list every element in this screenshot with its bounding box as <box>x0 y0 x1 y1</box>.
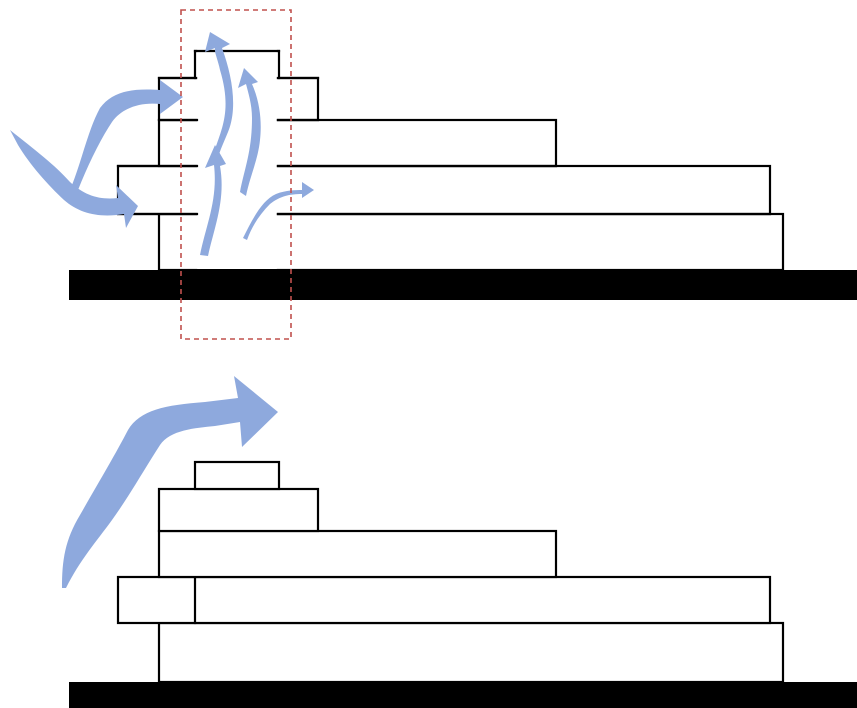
bottom-layer-4 <box>157 487 320 533</box>
airflow-arrow-shaft-1 <box>200 145 226 256</box>
bottom-layer-2 <box>116 575 772 625</box>
airflow-arrow-shaft-3 <box>238 68 261 196</box>
top-panel <box>10 9 857 340</box>
floor-stubs <box>116 76 772 216</box>
bottom-layer-3 <box>157 529 558 579</box>
bottom-ground-slab <box>69 682 857 708</box>
bottom-airflow-arrow <box>62 376 278 588</box>
airflow-arrow-outlet <box>243 182 314 240</box>
airflow-arrow-inlet-upper <box>72 80 183 190</box>
focus-frame <box>180 9 292 340</box>
airflow-arrow-inlet-lower <box>10 130 138 228</box>
top-ground-slab <box>69 270 857 300</box>
bottom-panel <box>62 376 857 708</box>
top-airflow-arrows <box>10 32 314 256</box>
bottom-layer-5 <box>193 460 281 491</box>
airflow-arrow-shaft-2 <box>205 32 234 158</box>
bottom-layer-1 <box>157 621 785 684</box>
